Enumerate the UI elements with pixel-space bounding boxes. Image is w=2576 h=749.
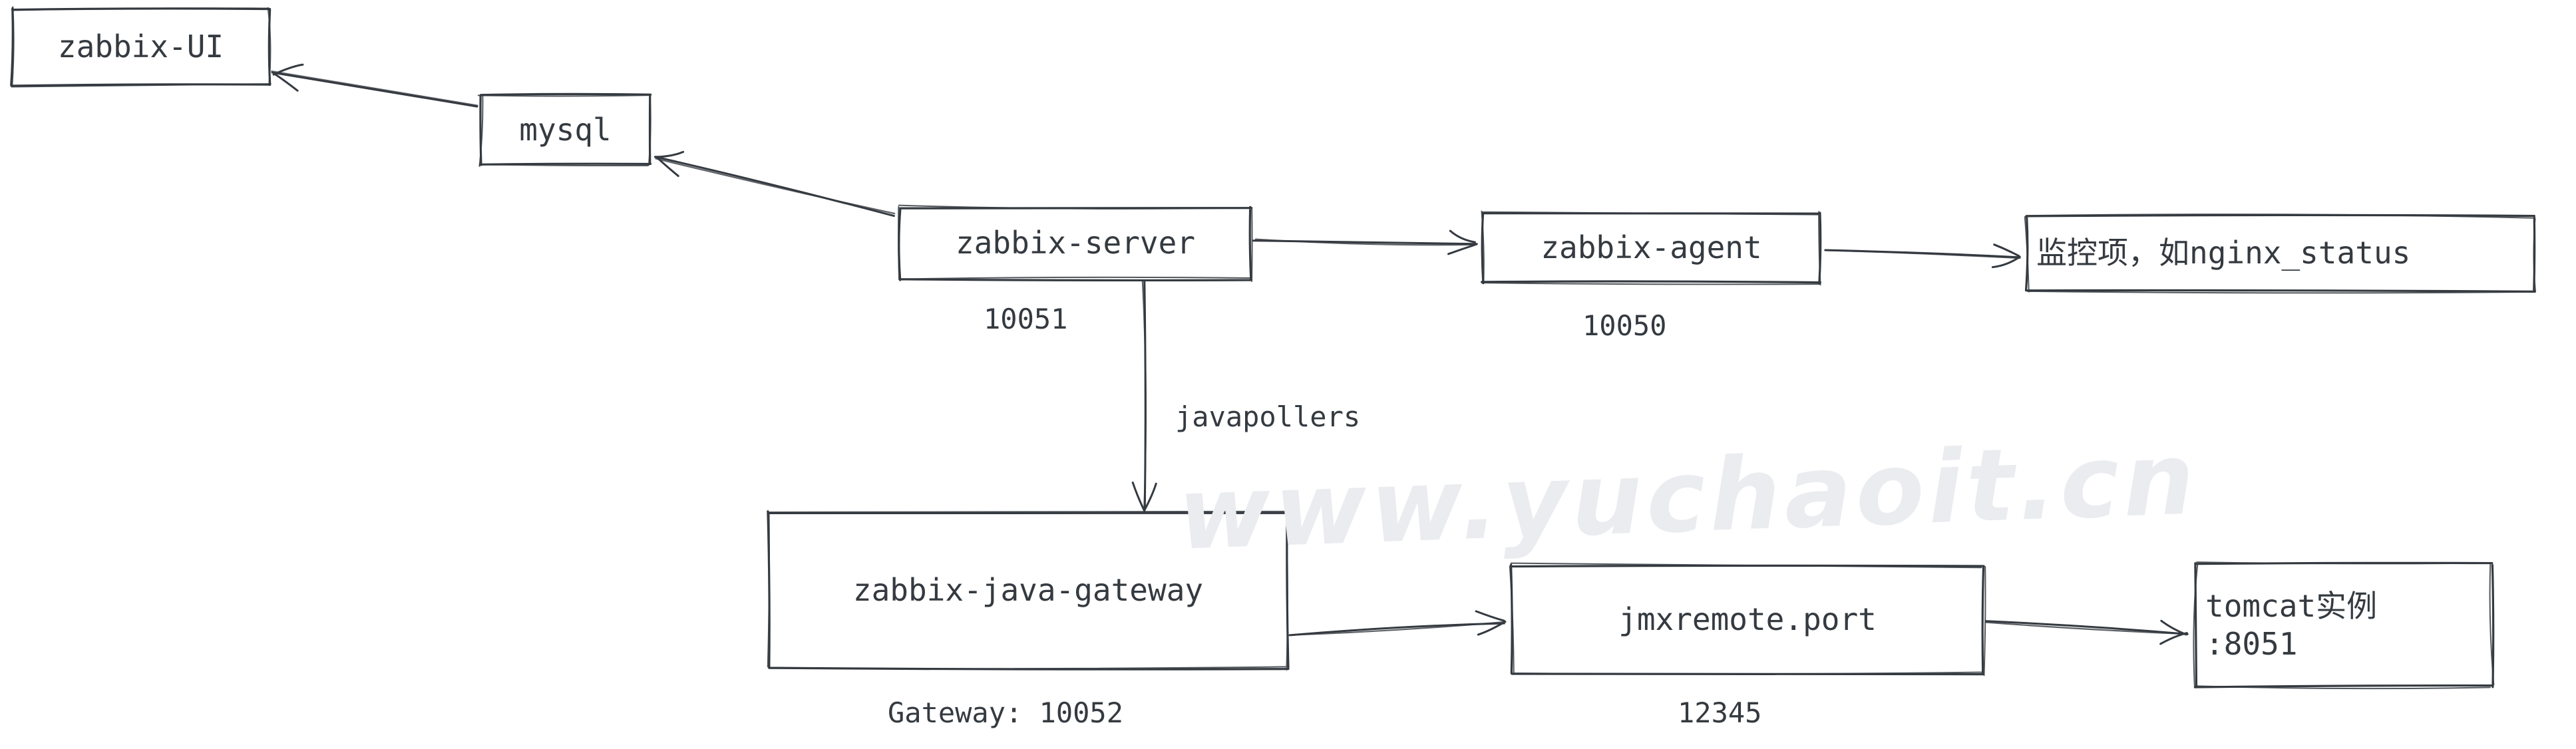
edge-label-port-10050: 10050 [1582,309,1667,342]
edge-label-javapollers: javapollers [1175,400,1361,433]
edge-label-port-12345: 12345 [1678,696,1762,729]
edge-label-gateway-10052: Gateway: 10052 [888,696,1124,729]
edge-label-port-10051: 10051 [984,303,1068,335]
